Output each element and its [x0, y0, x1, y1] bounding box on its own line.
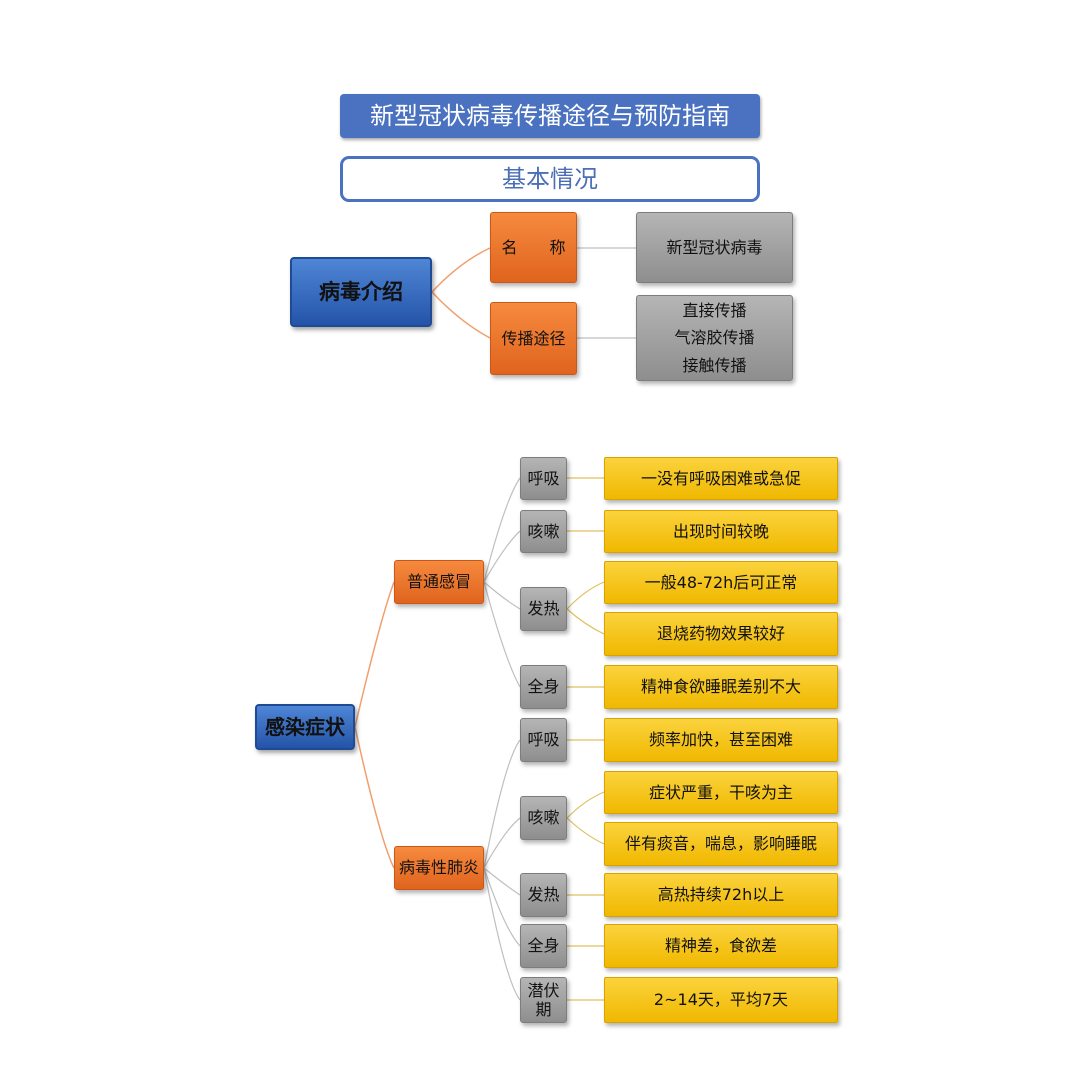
- node-name-label: 名 称: [490, 212, 577, 283]
- node-virus-intro: 病毒介绍: [290, 257, 432, 327]
- node-pn-cough-value-1: 症状严重，干咳为主: [604, 771, 838, 814]
- node-cold-cough: 咳嗽: [520, 510, 567, 553]
- node-cold-body: 全身: [520, 665, 567, 709]
- node-pn-body-value: 精神差，食欲差: [604, 924, 838, 968]
- node-route-label: 传播途径: [490, 302, 577, 375]
- node-pn-incubation-value: 2~14天，平均7天: [604, 977, 838, 1023]
- node-cold-fever-value-1: 一般48-72h后可正常: [604, 561, 838, 604]
- route-item: 直接传播: [682, 300, 747, 320]
- node-common-cold: 普通感冒: [394, 560, 484, 604]
- node-cold-fever-value-2: 退烧药物效果较好: [604, 612, 838, 656]
- node-pn-incubation: 潜伏 期: [520, 977, 567, 1023]
- node-pn-cough-value-2: 伴有痰音，喘息，影响睡眠: [604, 822, 838, 866]
- node-pn-cough: 咳嗽: [520, 796, 567, 840]
- node-name-value: 新型冠状病毒: [636, 212, 793, 283]
- node-cold-cough-value: 出现时间较晚: [604, 510, 838, 553]
- node-pn-fever: 发热: [520, 873, 567, 917]
- node-pn-fever-value: 高热持续72h以上: [604, 873, 838, 917]
- incubation-label-line2: 期: [535, 1000, 552, 1019]
- route-item: 接触传播: [682, 355, 747, 375]
- page-title: 新型冠状病毒传播途径与预防指南: [340, 94, 760, 138]
- node-pn-breath-value: 频率加快，甚至困难: [604, 718, 838, 762]
- route-item: 气溶胶传播: [674, 328, 755, 348]
- node-cold-breath: 呼吸: [520, 457, 567, 500]
- node-cold-fever: 发热: [520, 587, 567, 631]
- node-pn-body: 全身: [520, 924, 567, 968]
- incubation-label-line1: 潜伏: [527, 980, 560, 1000]
- node-cold-body-value: 精神食欲睡眠差别不大: [604, 665, 838, 709]
- node-pn-breath: 呼吸: [520, 718, 567, 762]
- node-route-values: 直接传播 气溶胶传播 接触传播: [636, 295, 793, 381]
- node-symptoms: 感染症状: [255, 704, 355, 750]
- node-cold-breath-value: 一没有呼吸困难或急促: [604, 457, 838, 500]
- node-viral-pneumonia: 病毒性肺炎: [394, 846, 484, 890]
- section-subtitle: 基本情况: [340, 156, 760, 202]
